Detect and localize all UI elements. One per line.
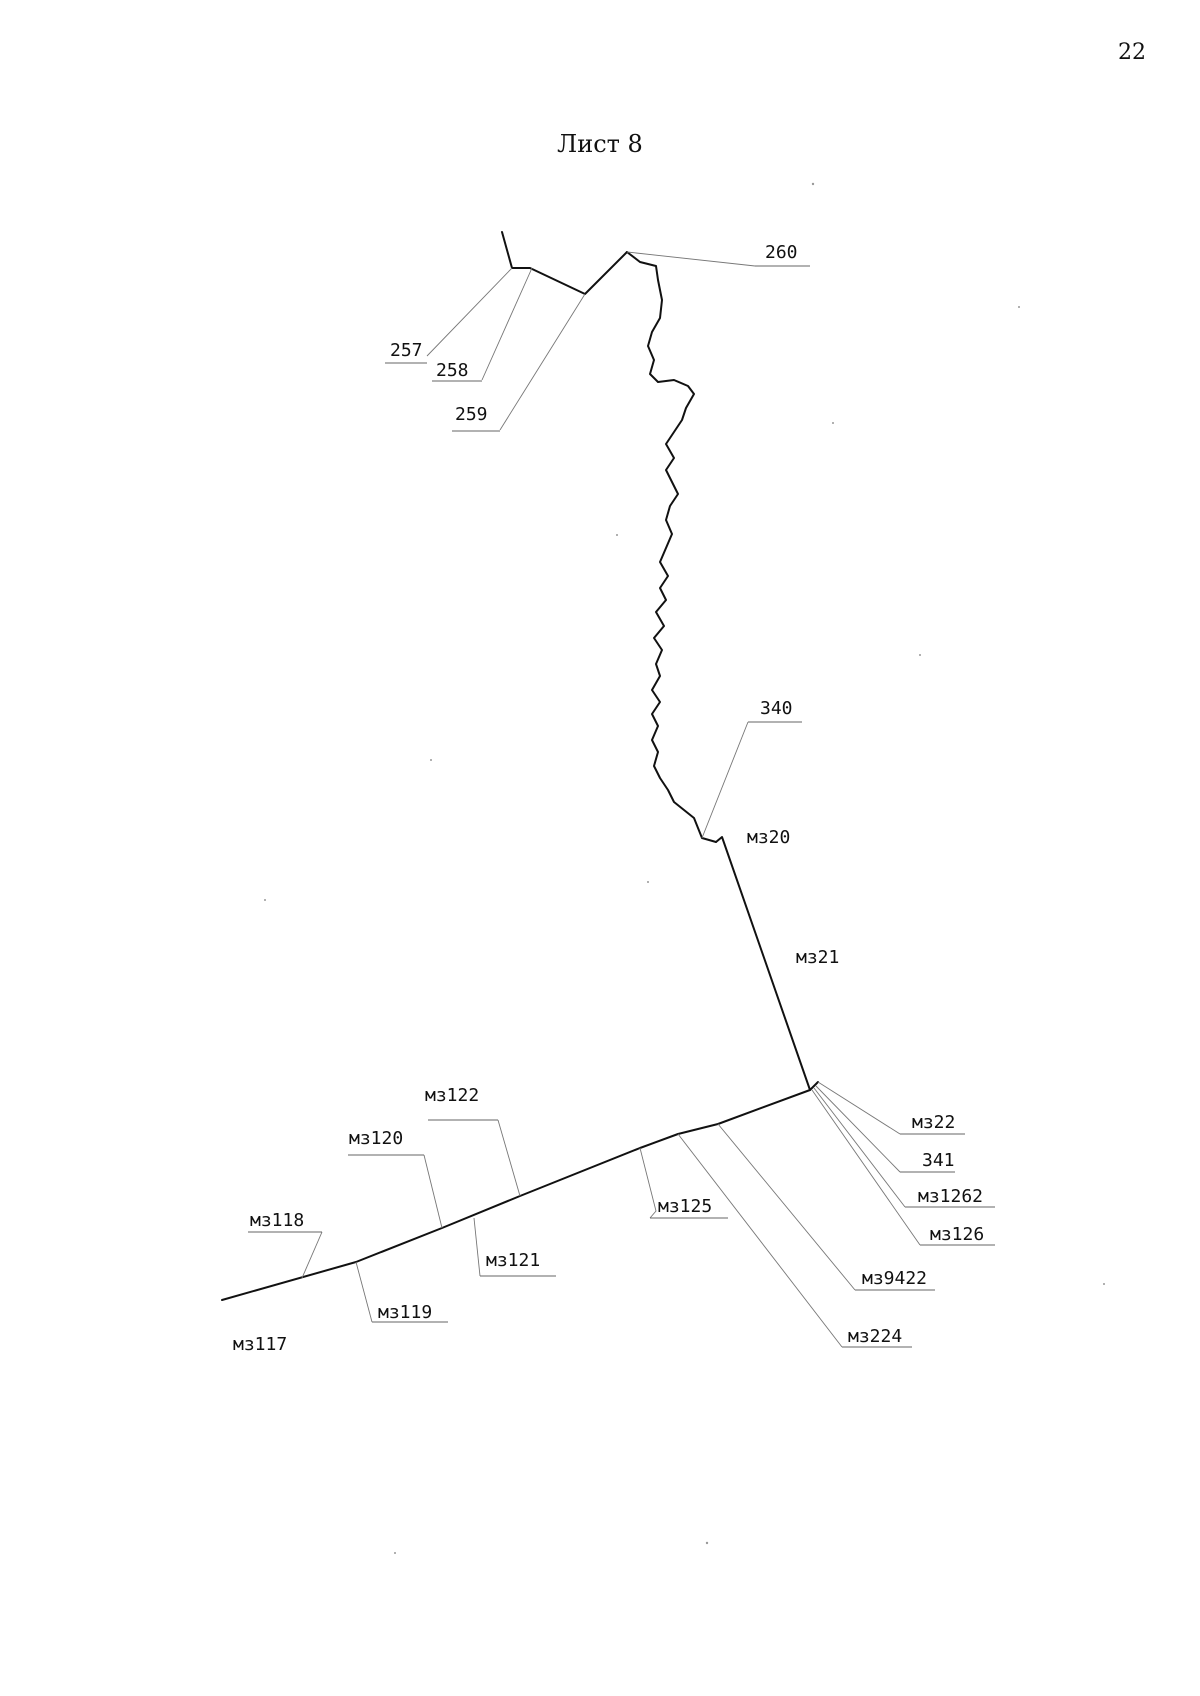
label-mz126: мз126 (930, 1224, 984, 1245)
label-260: 260 (765, 242, 798, 263)
label-mz9422: мз9422 (862, 1268, 927, 1289)
label-340: 340 (760, 698, 793, 719)
label-mz224: мз224 (848, 1326, 902, 1347)
sheet-title: Лист 8 (557, 130, 643, 158)
label-mz119: мз119 (378, 1302, 432, 1323)
label-mz20: мз20 (747, 827, 790, 848)
label-mz1262: мз1262 (918, 1186, 983, 1207)
boundary-north (501, 231, 628, 295)
label-mz21: мз21 (796, 947, 839, 968)
river-boundary (626, 251, 717, 843)
page-number: 22 (1118, 40, 1146, 65)
leader-lines (248, 251, 995, 1348)
label-mz121: мз121 (486, 1250, 540, 1271)
label-257: 257 (390, 340, 423, 361)
label-mz122: мз122 (425, 1085, 479, 1106)
label-mz118: мз118 (250, 1210, 304, 1231)
label-mz120: мз120 (349, 1128, 403, 1149)
label-258: 258 (436, 360, 469, 381)
scan-specks (264, 182, 1105, 1554)
label-259: 259 (455, 404, 488, 425)
boundary-east (715, 836, 811, 1091)
label-mz125: мз125 (658, 1196, 712, 1217)
label-mz117: мз117 (233, 1334, 287, 1355)
label-341: 341 (922, 1150, 955, 1171)
label-mz22: мз22 (912, 1112, 955, 1133)
